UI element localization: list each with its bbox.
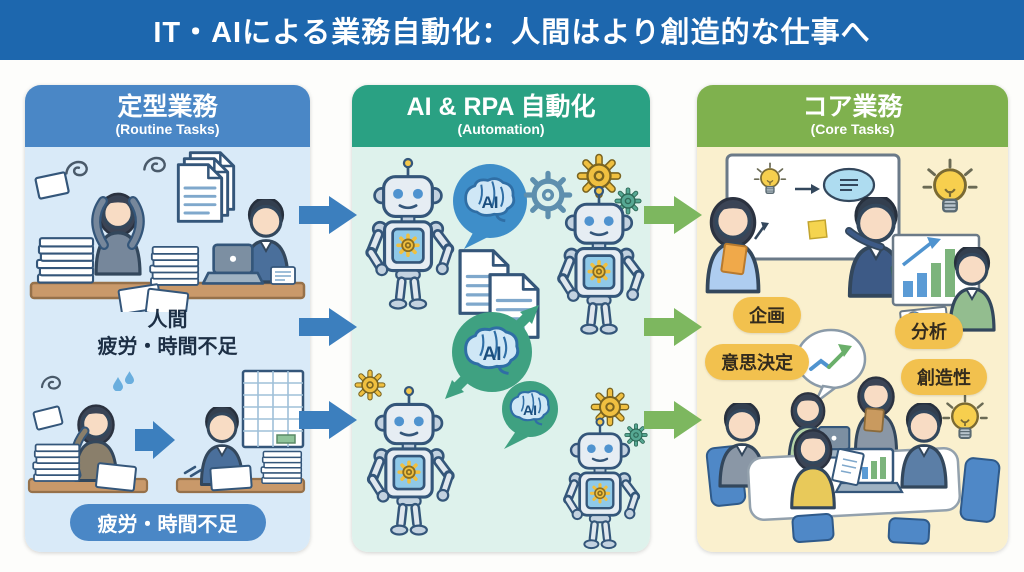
robot-icon [558,187,643,334]
stressed-woman-figure [91,192,145,276]
core-badge-planning: 企画 [733,297,801,333]
chair [959,457,1001,523]
automation-header: AI & RPA 自動化 (Automation) [352,85,650,147]
ai-speech-bubble-icon: AI [502,381,558,449]
flow-arrow-blue-2 [299,305,357,349]
routine-header: 定型業務 (Routine Tasks) [25,85,310,147]
robot-icon [368,387,454,534]
column-automation: AI & RPA 自動化 (Automation) AI [352,85,650,552]
pens [183,465,203,478]
sticky-note-icon [807,219,828,240]
routine-caption: 人間 疲労・時間不足 [25,307,310,361]
automation-title: AI & RPA 自動化 [406,93,596,122]
ai-brain-bubble-icon: AI [453,164,527,249]
standing-leader-figure [853,376,899,454]
svg-text:AI: AI [523,402,537,418]
tired-workers-illustration [27,369,306,494]
flow-arrow-blue-1 [299,193,357,237]
core-title: コア業務 [802,93,903,122]
automation-body: AI AI [352,147,650,552]
page-title: IT・AIによる業務自動化：人間はより創造的な仕事へ [153,17,871,49]
team-member-figure [900,403,948,489]
spreadsheet-icon [241,369,305,449]
gear-icon [526,173,569,216]
svg-text:AI: AI [483,344,502,365]
caption-line-1: 人間 [147,309,188,331]
core-header: コア業務 (Core Tasks) [697,85,1008,147]
core-subtitle: (Core Tasks) [810,121,895,138]
gear-icon [624,423,648,447]
stressed-workers-illustration [29,151,306,312]
core-badge-decision: 意思決定 [705,344,809,380]
flying-paper [32,405,64,431]
flow-arrow-green-1 [644,193,702,237]
paper-stack-icon [32,443,81,482]
routine-title: 定型業務 [117,93,218,122]
flow-arrow-blue-3 [299,398,357,442]
robot-icon [366,159,453,308]
loose-papers [144,287,190,312]
dizzy-squiggle-icon [40,375,61,390]
flow-arrow-green-2 [644,305,702,349]
chair [887,517,931,545]
core-body: 企画 分析 意思決定 創造性 [697,147,1008,552]
sweat-drop-icon [113,377,123,391]
small-arrow-right-icon [135,421,175,459]
form-paper [209,464,253,492]
flying-paper [34,171,70,200]
paper-stack-icon [35,237,95,284]
core-badge-analysis: 分析 [895,313,963,349]
chair [791,513,835,543]
sweat-drop-icon [125,371,134,384]
routine-subtitle: (Routine Tasks) [115,121,220,138]
robot-icon [564,419,639,549]
svg-text:AI: AI [482,193,499,212]
dizzy-squiggle-icon [143,156,166,173]
team-meeting-illustration [705,376,1001,545]
lightbulb-icon [942,394,988,440]
paper-stack-icon [260,450,303,485]
ai-core-icon: AI [445,305,539,399]
dizzy-squiggle-icon [65,160,88,177]
orange-folder [720,242,748,276]
automation-subtitle: (Automation) [457,121,545,138]
column-routine-tasks: 定型業務 (Routine Tasks) [25,85,310,552]
document-on-desk [95,462,137,492]
paper-stack-icon [149,245,200,287]
fatigue-badge: 疲労・時間不足 [69,504,266,541]
growth-bubble-illustration [795,328,867,404]
caption-line-2: 疲労・時間不足 [97,336,238,358]
flow-arrow-green-3 [644,398,702,442]
gear-icon [357,372,383,398]
robots-illustration: AI AI [352,147,650,552]
lightbulb-icon [922,158,978,213]
document-icon [176,163,224,223]
creative-work-illustration [705,153,1001,545]
title-bar: IT・AIによる業務自動化：人間はより創造的な仕事へ [0,0,1024,60]
core-badge-creativity: 創造性 [901,359,987,395]
routine-body: 人間 疲労・時間不足 [25,147,310,552]
column-core-tasks: コア業務 (Core Tasks) [697,85,1008,552]
